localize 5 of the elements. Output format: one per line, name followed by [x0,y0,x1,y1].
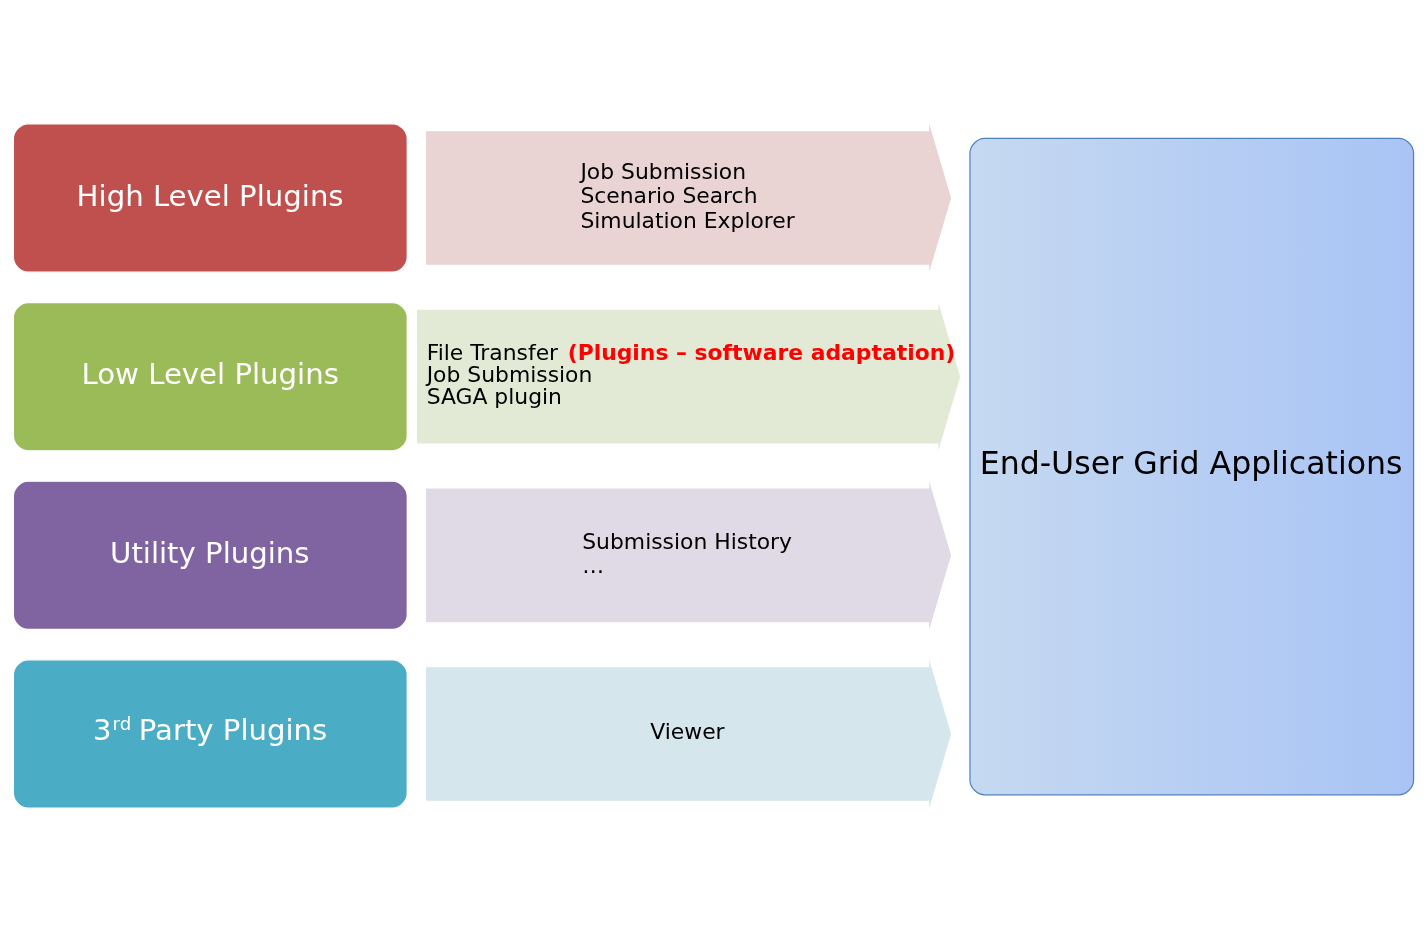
node-box: High Level Plugins [12,123,408,273]
node-box: End-User Grid Applications [969,137,1415,796]
node-box: 3$^{rd}$ Party Plugins [12,659,408,809]
node-box: Low Level Plugins [12,301,408,452]
node-box: Utility Plugins [12,480,408,631]
